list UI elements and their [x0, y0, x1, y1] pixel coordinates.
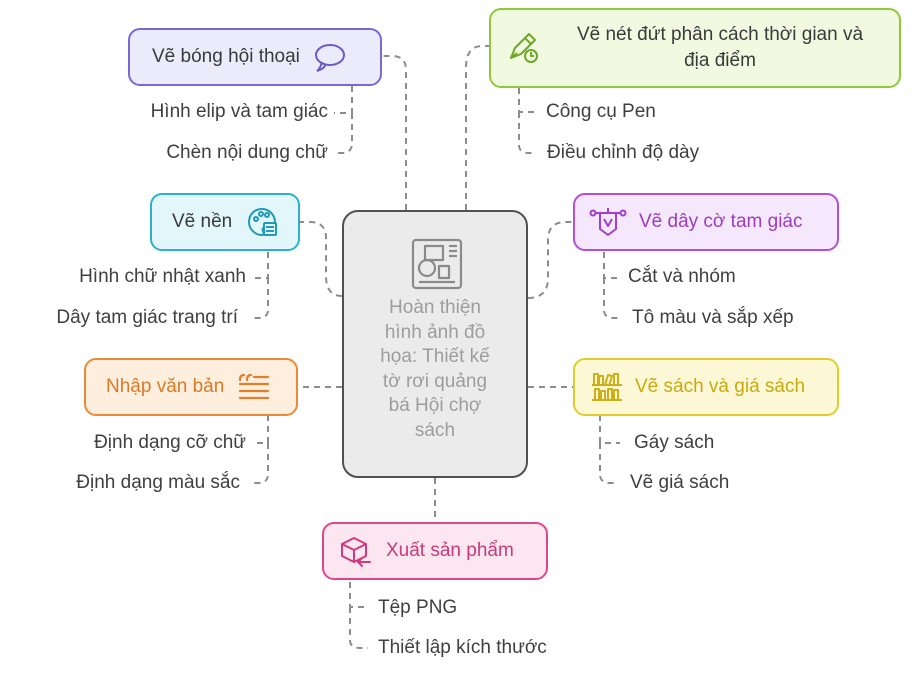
- topic-dashed-line-label: Vẽ nét đứt phân cách thời gian và địa đi…: [541, 22, 899, 74]
- leaf-set-size: Thiết lập kích thước: [378, 637, 547, 658]
- central-title-line: hình ảnh đồ: [384, 321, 486, 343]
- topic-background-label: Vẽ nền: [172, 211, 233, 232]
- topic-bunting-label: Vẽ dây cờ tam giác: [639, 211, 803, 232]
- topic-export-label: Xuất sản phẩm: [386, 540, 514, 561]
- topic-text-input-label: Nhập văn bản: [106, 376, 225, 397]
- central-title-line: họa: Thiết kế: [380, 346, 490, 367]
- leaf-ellipse-triangle: Hình elip và tam giác: [150, 101, 328, 122]
- leaf-cut-group: Cắt và nhóm: [628, 266, 736, 287]
- central-topic: Hoàn thiện hình ảnh đồ họa: Thiết kế tờ …: [342, 210, 528, 478]
- bookshelf-icon: [592, 373, 622, 401]
- palette-icon: [248, 207, 278, 237]
- flag-bunting-icon: [589, 208, 627, 236]
- topic-bookshelf-label: Vẽ sách và giá sách: [635, 376, 806, 397]
- central-topic-title: Hoàn thiện hình ảnh đồ họa: Thiết kế tờ …: [344, 296, 526, 443]
- topic-background: Vẽ nền: [150, 193, 300, 251]
- central-title-line: bá Hội chợ: [388, 395, 482, 416]
- leaf-blue-rectangle: Hình chữ nhật xanh: [79, 266, 246, 287]
- topic-bunting: Vẽ dây cờ tam giác: [573, 193, 839, 251]
- leaf-draw-shelf: Vẽ giá sách: [630, 472, 730, 493]
- topic-dashed-line-label-line: địa điểm: [684, 50, 756, 71]
- leaf-pen-tool: Công cụ Pen: [546, 101, 656, 122]
- topic-speech-bubble: Vẽ bóng hội thoại: [128, 28, 382, 86]
- leaf-decorative-bunting: Dây tam giác trang trí: [56, 307, 238, 328]
- central-title-line: sách: [414, 419, 456, 441]
- topic-dashed-line-label-line: Vẽ nét đứt phân cách thời gian và: [576, 24, 864, 45]
- leaf-adjust-thickness: Điều chỉnh độ dày: [547, 142, 700, 163]
- pen-tool-icon: [510, 33, 538, 63]
- leaf-png-file: Tệp PNG: [378, 597, 458, 618]
- topic-bookshelf: Vẽ sách và giá sách: [573, 358, 839, 416]
- leaf-color-format: Định dạng màu sắc: [76, 472, 240, 493]
- leaf-color-arrange: Tô màu và sắp xếp: [632, 307, 794, 328]
- topic-dashed-line: Vẽ nét đứt phân cách thời gian và địa đi…: [489, 8, 901, 88]
- central-title-line: Hoàn thiện: [389, 297, 481, 318]
- leaf-insert-text: Chèn nội dung chữ: [166, 142, 328, 163]
- topic-text-input: Nhập văn bản: [84, 358, 298, 416]
- topic-speech-bubble-label: Vẽ bóng hội thoại: [152, 46, 300, 67]
- speech-bubble-icon: [314, 44, 345, 72]
- text-quote-icon: [239, 373, 270, 400]
- central-title-line: tờ rơi quảng: [382, 370, 488, 392]
- leaf-book-spine: Gáy sách: [634, 432, 715, 453]
- export-box-icon: [341, 537, 371, 567]
- design-sheet-icon: [411, 238, 463, 290]
- topic-export: Xuất sản phẩm: [322, 522, 548, 580]
- leaf-font-size-format: Định dạng cỡ chữ: [94, 432, 246, 453]
